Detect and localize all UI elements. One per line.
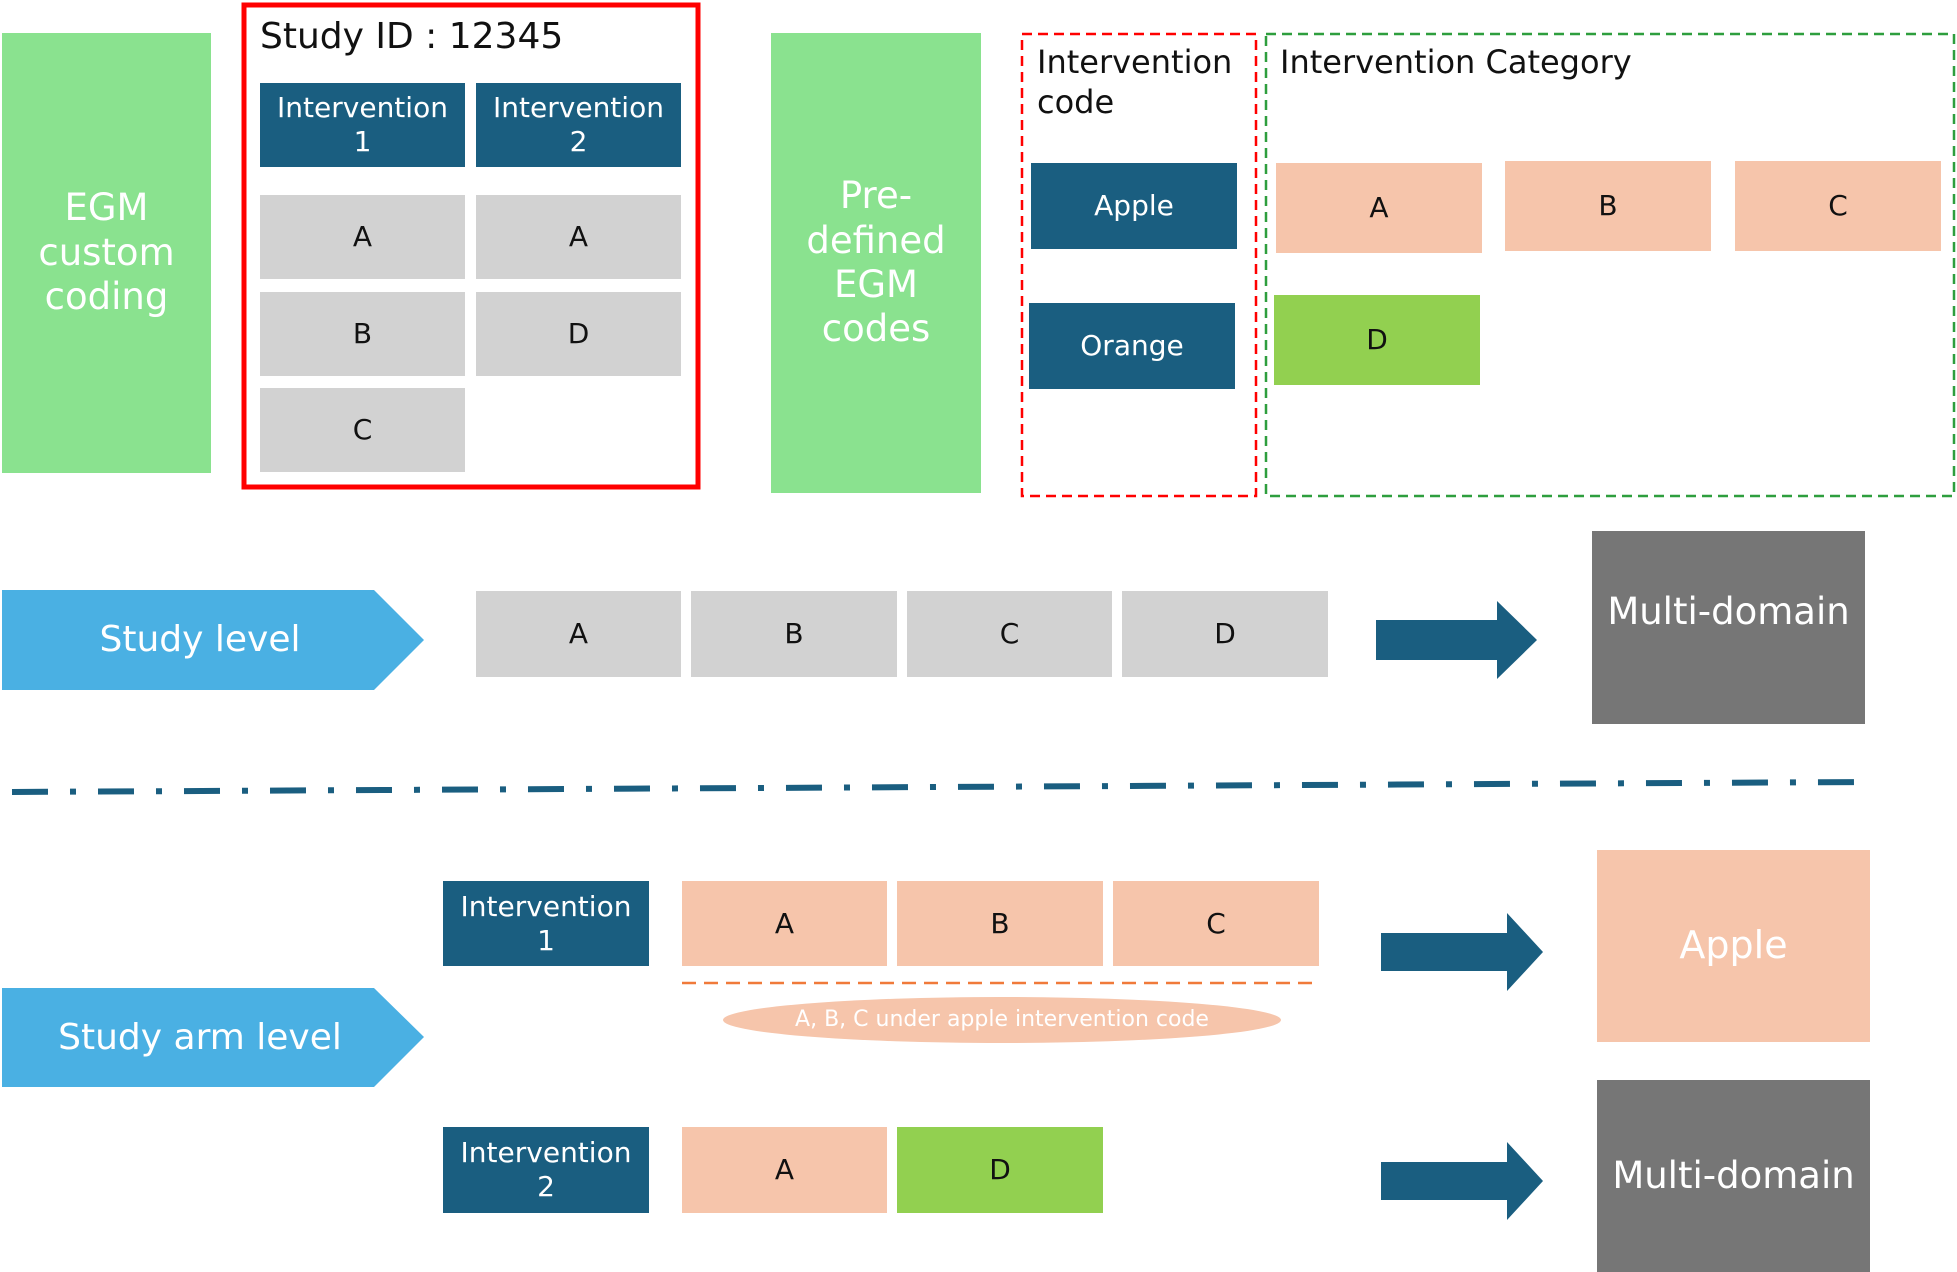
- study-level-banner: [2, 590, 424, 690]
- arm1-note-ellipse: [723, 997, 1281, 1043]
- study-intervention-1: Intervention 1: [260, 83, 465, 167]
- study-col1-cell: B: [260, 292, 465, 376]
- study-level-label: Study level: [99, 619, 301, 661]
- study-frame: [241, 2, 701, 490]
- arm1-result: Apple: [1597, 850, 1870, 1042]
- arm1-note: A, B, C under apple intervention code: [795, 1006, 1209, 1032]
- category-item: C: [1735, 161, 1941, 251]
- category-item: A: [1276, 163, 1482, 253]
- arm2-cell: D: [897, 1127, 1103, 1213]
- arm2-cell: A: [682, 1127, 887, 1213]
- arm1-cell: C: [1113, 881, 1319, 966]
- arrow-arm2: [1381, 1142, 1543, 1220]
- study-level-result: Multi-domain: [1592, 531, 1865, 724]
- arm1-cell: B: [897, 881, 1103, 966]
- study-level-cell: C: [907, 591, 1112, 677]
- arrow-study-level: [1376, 601, 1537, 679]
- study-level-cell: B: [691, 591, 897, 677]
- study-arm-level-label: Study arm level: [58, 1016, 342, 1058]
- study-level-cell: A: [476, 591, 681, 677]
- study-id-title: Study ID : 12345: [260, 16, 564, 57]
- section-separator: [11, 779, 1867, 795]
- study-col1-cell: C: [260, 388, 465, 472]
- arm2-result: Multi-domain: [1597, 1080, 1870, 1272]
- category-item: D: [1274, 295, 1480, 385]
- arrow-arm1: [1381, 913, 1543, 991]
- arm1-cell: A: [682, 881, 887, 966]
- intervention-category-frame: [1264, 32, 1956, 498]
- intervention-category-title: Intervention Category: [1280, 43, 1632, 81]
- study-level-cell: D: [1122, 591, 1328, 677]
- predefined-egm-codes-block: Pre- defined EGM codes: [771, 33, 981, 493]
- code-item-orange: Orange: [1029, 303, 1235, 389]
- study-col2-cell: D: [476, 292, 681, 376]
- study-arm-level-banner: [2, 988, 424, 1087]
- arm2-intervention-label: Intervention 2: [443, 1127, 649, 1213]
- egm-custom-coding-block: EGM custom coding: [2, 33, 211, 473]
- study-intervention-2: Intervention 2: [476, 83, 681, 167]
- intervention-code-title: Intervention code: [1037, 43, 1233, 121]
- category-item: B: [1505, 161, 1711, 251]
- code-item-apple: Apple: [1031, 163, 1237, 249]
- arm1-intervention-label: Intervention 1: [443, 881, 649, 966]
- study-col2-cell: A: [476, 195, 681, 279]
- intervention-code-frame: [1020, 32, 1258, 498]
- study-col1-cell: A: [260, 195, 465, 279]
